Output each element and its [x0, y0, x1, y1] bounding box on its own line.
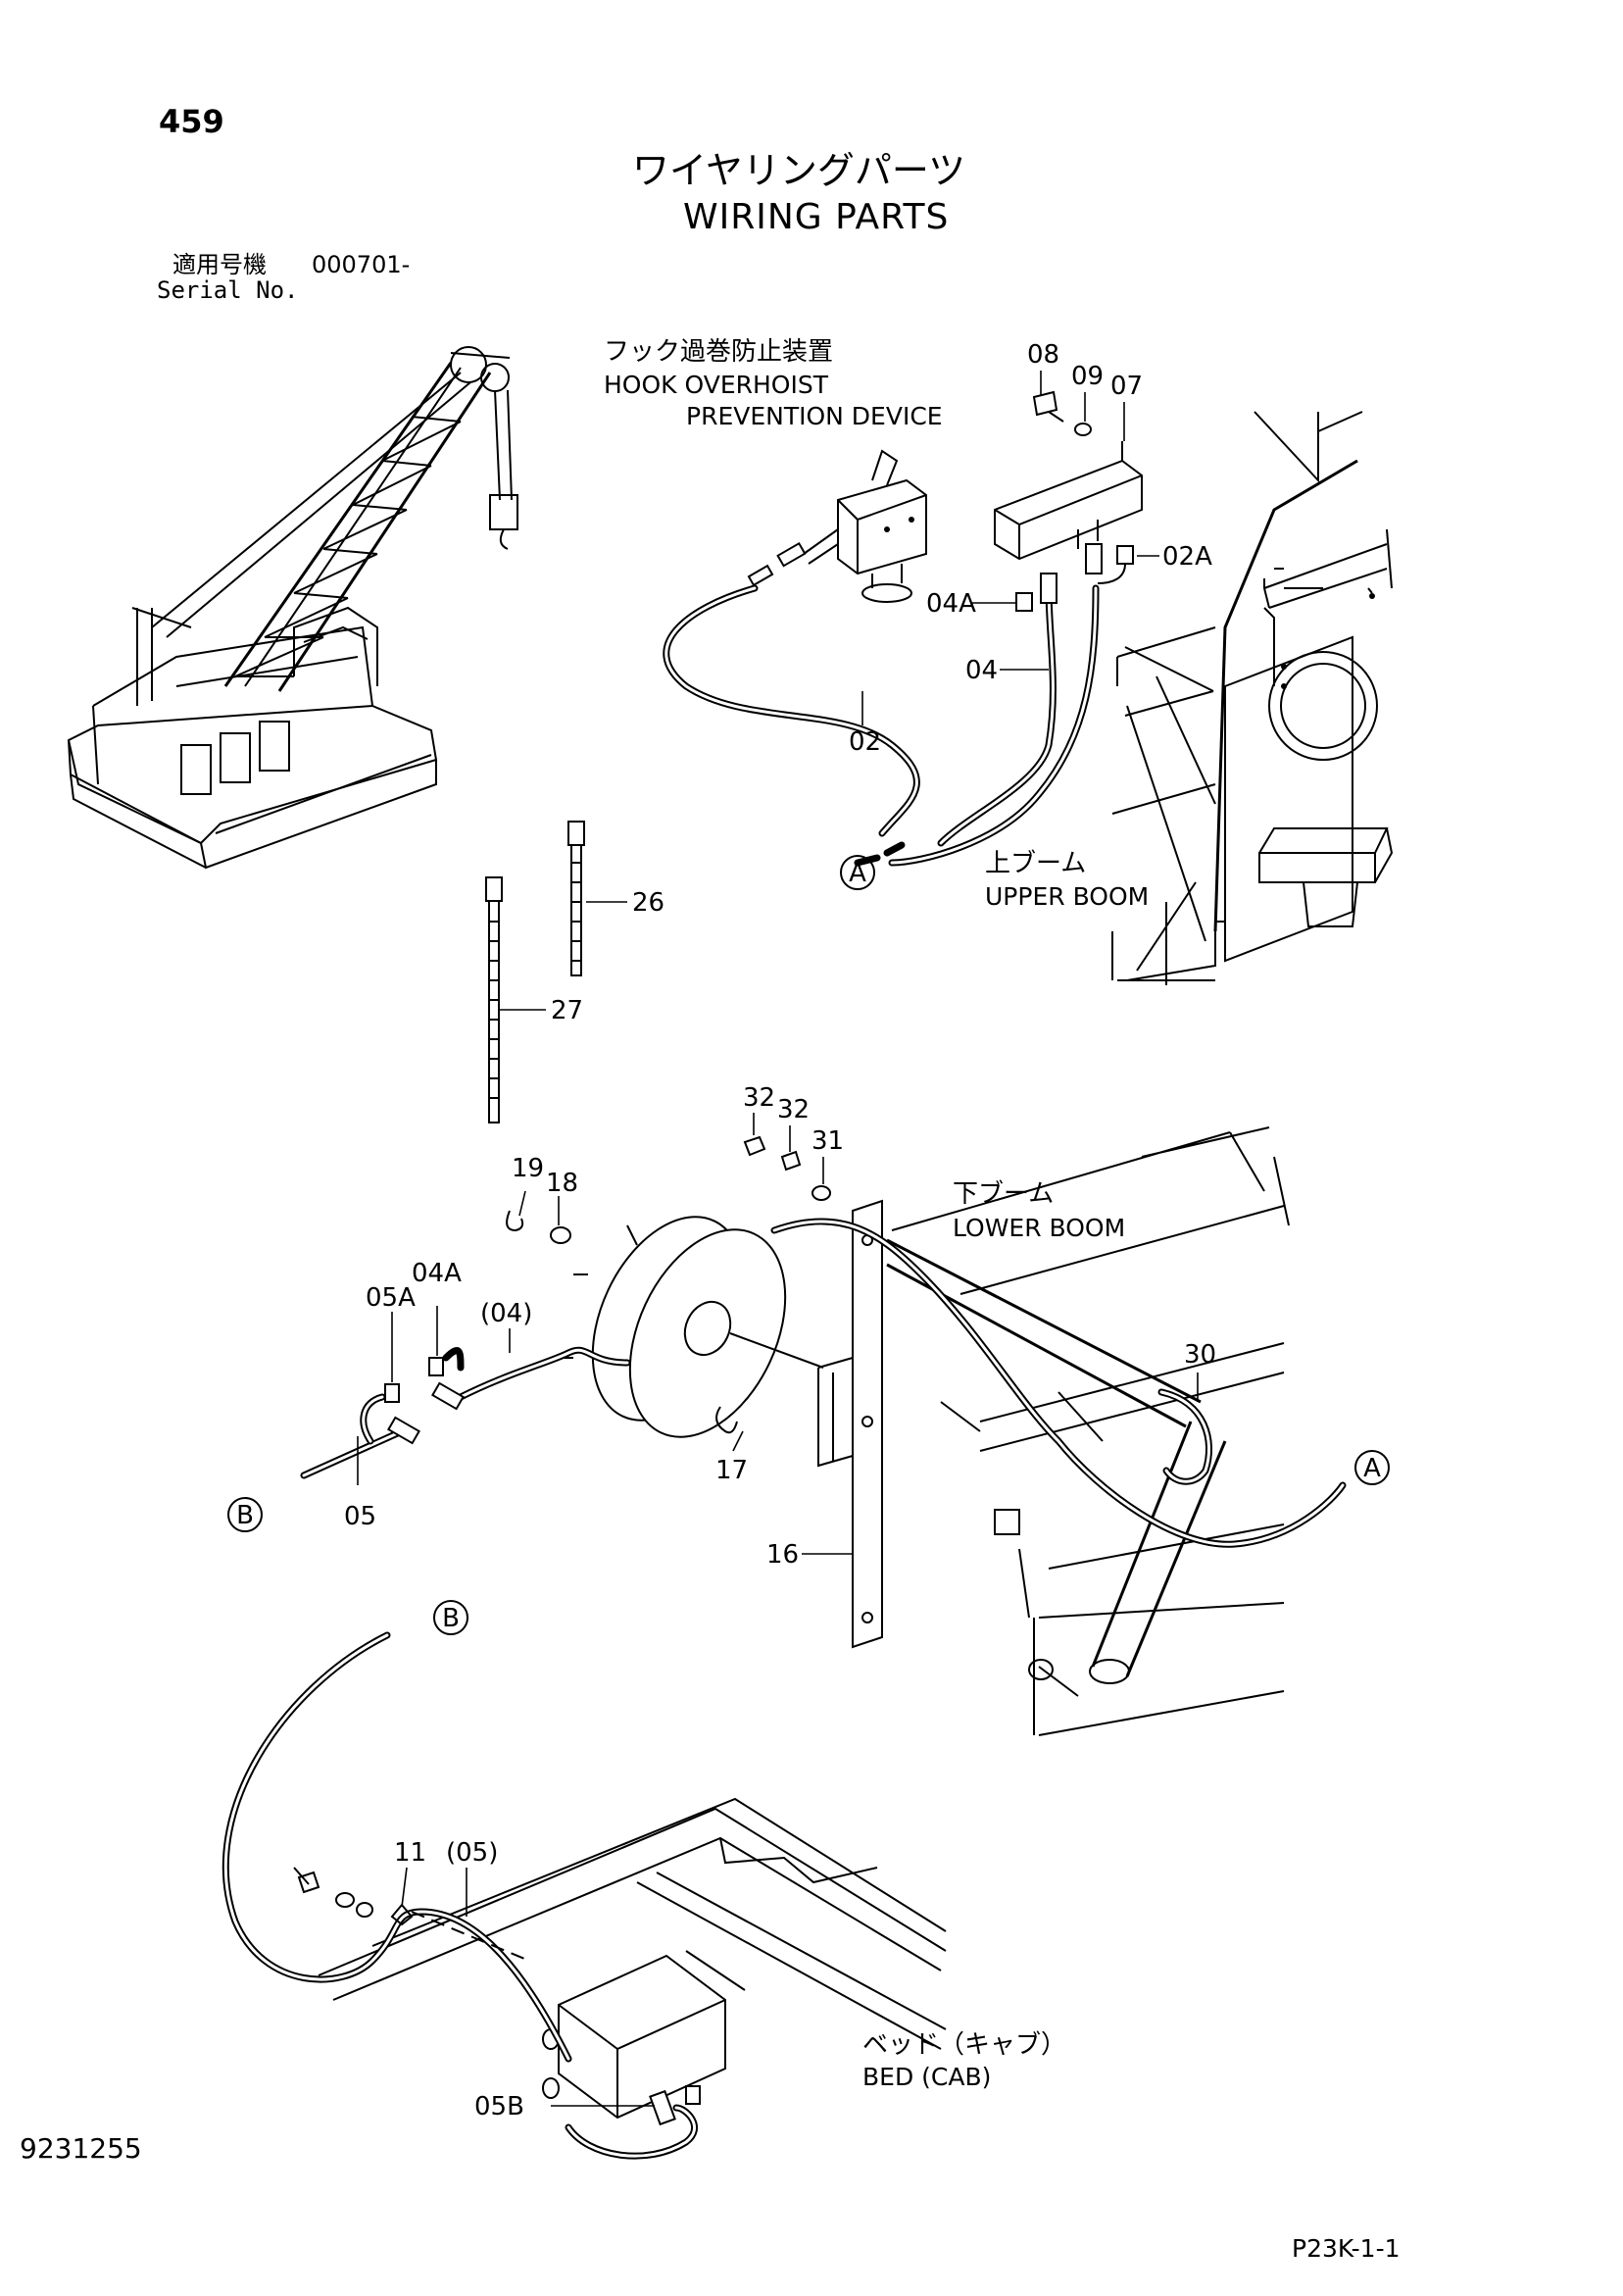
bed-label-jp: ベッド（キャブ） — [862, 2030, 1067, 2060]
label-09: 09 — [1071, 362, 1104, 391]
document-number: 9231255 — [20, 2132, 142, 2165]
label-04a-upper: 04A — [926, 589, 976, 619]
label-05b: 05B — [474, 2092, 524, 2121]
clip-19 — [506, 1210, 524, 1232]
lower-boom-structure — [886, 1126, 1290, 1736]
label-04a-lower: 04A — [412, 1259, 462, 1288]
hook-device-label-en-1: HOOK OVERHOIST — [604, 371, 828, 399]
label-17: 17 — [715, 1456, 748, 1485]
label-05: 05 — [344, 1502, 376, 1531]
marker-a-lower: A — [1354, 1450, 1390, 1485]
clip-17 — [715, 1406, 738, 1434]
connector-04a-upper — [1015, 573, 1057, 612]
upper-boom-structure — [1111, 411, 1394, 985]
connector-05b — [649, 2089, 676, 2126]
label-32-a: 32 — [743, 1083, 775, 1113]
svg-text:B: B — [442, 1604, 460, 1633]
wing-nut — [293, 1867, 320, 1894]
label-26: 26 — [632, 888, 664, 918]
label-05-paren: (05) — [446, 1838, 498, 1868]
nut-32-b — [780, 1150, 802, 1172]
lower-boom-label-en: LOWER BOOM — [953, 1214, 1126, 1242]
label-07: 07 — [1110, 372, 1143, 401]
leader-lines — [357, 371, 1199, 2107]
nut-32-a — [743, 1135, 766, 1157]
connector-05-plug — [387, 1416, 420, 1445]
connector-05b-nut — [685, 2085, 701, 2105]
marker-b-bed: B — [433, 1600, 468, 1635]
cable-04-upper — [888, 584, 1100, 867]
connector-02a-upper — [1085, 543, 1134, 584]
connector-05a — [384, 1383, 400, 1403]
crane-overview-illustration — [67, 346, 518, 870]
washer-a — [335, 1892, 355, 1908]
junction-box-07 — [994, 441, 1143, 561]
cable-04-lower — [442, 1346, 631, 1401]
serial-value: 000701- — [312, 251, 411, 278]
label-04-upper: 04 — [965, 656, 998, 685]
label-27: 27 — [551, 996, 583, 1025]
washer-09 — [1074, 423, 1092, 436]
page-number: 459 — [159, 103, 224, 140]
label-31: 31 — [812, 1126, 844, 1156]
label-02: 02 — [849, 727, 881, 757]
bed-cab-structure — [318, 1797, 947, 2120]
label-11: 11 — [394, 1838, 426, 1868]
svg-text:B: B — [236, 1501, 254, 1530]
clamp-11 — [390, 1903, 414, 1926]
cable-02 — [663, 584, 920, 867]
washer-18 — [550, 1226, 571, 1244]
bolt-08 — [1032, 390, 1064, 423]
label-18: 18 — [546, 1169, 578, 1198]
bed-label-en: BED (CAB) — [862, 2063, 992, 2091]
mounting-axis-line — [411, 1911, 530, 1962]
cable-guide-30 — [1157, 1388, 1212, 1485]
upper-boom-label-en: UPPER BOOM — [985, 882, 1150, 911]
label-19: 19 — [512, 1154, 544, 1183]
bracket-16 — [817, 1199, 883, 1649]
svg-text:A: A — [849, 859, 866, 888]
lower-boom-label-jp: 下ブーム — [953, 1179, 1055, 1209]
hook-device-label-jp: フック過巻防止装置 — [604, 337, 834, 367]
marker-b-left: B — [227, 1497, 263, 1532]
marker-a-upper: A — [840, 855, 875, 890]
label-32-b: 32 — [777, 1095, 810, 1124]
connector-04-plug — [431, 1381, 465, 1411]
svg-text:A: A — [1363, 1454, 1381, 1483]
hook-overhoist-device — [747, 449, 927, 603]
cable-05-lower — [221, 1631, 698, 2160]
title-japanese: ワイヤリングパーツ — [632, 149, 966, 192]
label-05a: 05A — [366, 1283, 416, 1313]
label-02a: 02A — [1162, 542, 1212, 572]
washer-b — [356, 1902, 373, 1918]
serial-label-english: Serial No. — [157, 276, 299, 304]
cable-tie-27 — [485, 876, 503, 1123]
cable-tie-26 — [567, 821, 585, 976]
label-16: 16 — [766, 1540, 799, 1570]
washer-31 — [812, 1185, 831, 1201]
cable-05 — [300, 1393, 406, 1479]
label-04-paren: (04) — [480, 1299, 532, 1328]
title-english: WIRING PARTS — [683, 197, 950, 237]
serial-label-japanese: 適用号機 — [172, 251, 267, 278]
page-code: P23K-1-1 — [1292, 2234, 1401, 2263]
cable-reel — [564, 1216, 824, 1438]
label-30: 30 — [1184, 1340, 1216, 1370]
connector-04a-lower — [428, 1357, 444, 1376]
label-08: 08 — [1027, 340, 1059, 370]
upper-boom-label-jp: 上ブーム — [985, 849, 1087, 878]
cable-reel-to-lower-boom — [770, 1218, 1347, 1548]
part-number-labels: 08 09 07 02A 04A 04 02 26 27 32 32 31 19… — [344, 340, 1216, 2121]
hook-device-label-en-2: PREVENTION DEVICE — [686, 402, 943, 430]
